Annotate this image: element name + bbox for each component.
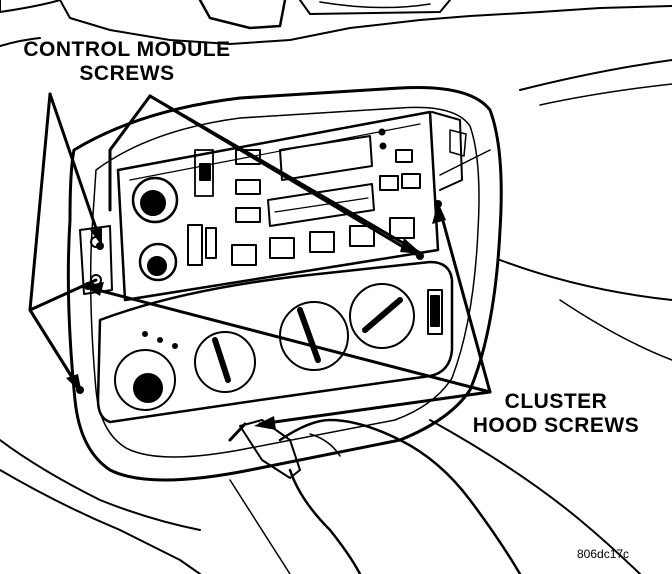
cluster-hood-label-line2: HOOD SCREWS (472, 413, 640, 437)
control-module-label-line1: CONTROL MODULE (23, 38, 231, 61)
hand-with-screwdriver (228, 418, 522, 574)
control-module-leaders[interactable] (28, 92, 424, 394)
control-module-label-line2: SCREWS (79, 61, 175, 85)
dashboard-upper (0, 0, 672, 106)
figure-code: 806dc17c (577, 547, 630, 561)
cluster-hood-screws-label: CLUSTER HOOD SCREWS (466, 390, 646, 437)
dashboard-lower (0, 259, 672, 574)
screw-markers (76, 200, 442, 394)
cluster-hood-leaders[interactable] (84, 202, 492, 430)
hvac-control-panel (96, 260, 454, 424)
control-module-screws-label: CONTROL MODULE SCREWS (22, 38, 232, 85)
control-module-housing (116, 110, 491, 302)
cluster-hood-label-line1: CLUSTER (504, 390, 608, 413)
